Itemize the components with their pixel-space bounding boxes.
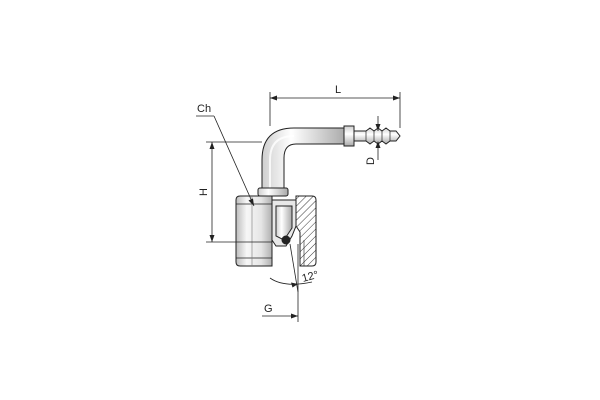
neck-ring — [257, 187, 289, 197]
label-angle: 12° — [301, 269, 320, 285]
label-h: H — [198, 188, 210, 196]
dimension-d: D — [365, 116, 381, 165]
dimension-g: G — [262, 296, 299, 322]
label-d: D — [365, 157, 377, 165]
dimension-h: H — [198, 141, 272, 243]
shoulder-collar — [343, 125, 355, 147]
label-g: G — [264, 303, 273, 315]
dimension-l: L — [269, 84, 401, 128]
elbow-tube — [261, 127, 347, 191]
swivel-nut — [235, 195, 317, 267]
label-ch: Ch — [197, 103, 211, 115]
label-l: L — [335, 84, 341, 96]
hose-barb — [353, 127, 401, 145]
leader-ch: Ch — [196, 103, 255, 207]
angle-annotation: 12° — [269, 243, 320, 296]
